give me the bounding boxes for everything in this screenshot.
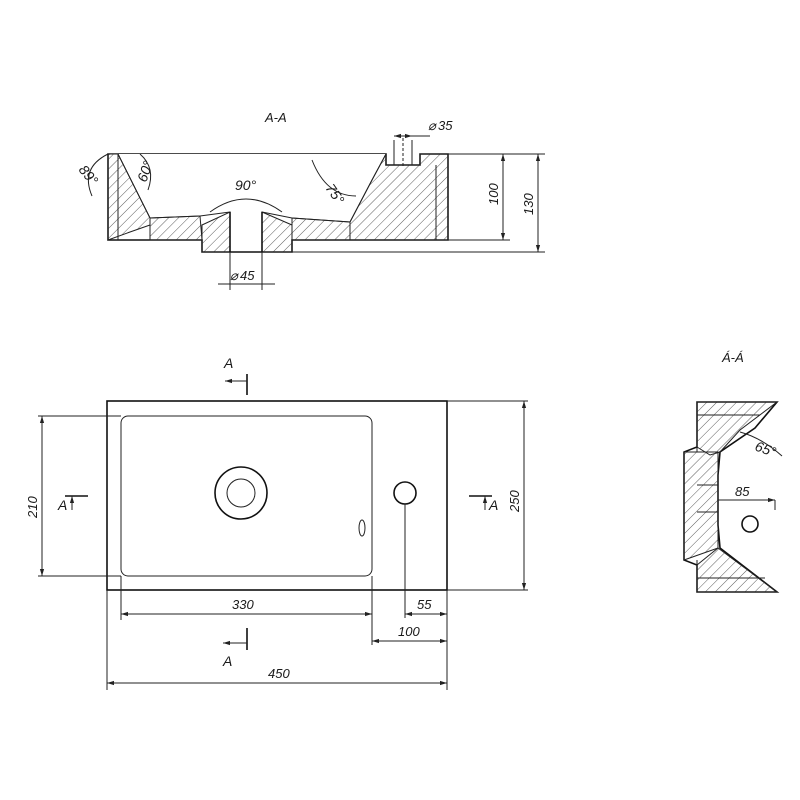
tap-offset-h-label: 100 xyxy=(398,624,420,639)
side-depth-label: 85 xyxy=(735,484,750,499)
drain-right-hatch xyxy=(261,211,293,253)
drain-dia-label: 45 xyxy=(240,268,255,283)
angle-65-label: 65° xyxy=(753,438,779,460)
angle-89-label: 89° xyxy=(76,162,102,189)
side-back-hatch xyxy=(683,451,719,561)
drain-left-hatch xyxy=(201,211,231,253)
bottom-left-hatch xyxy=(149,215,203,241)
section-mark-bottom-label: A xyxy=(222,653,232,669)
angle-65-arc xyxy=(739,431,783,457)
section-a-a-title: A-A xyxy=(264,110,287,125)
angle-75-arc xyxy=(311,159,357,197)
angle-60-label: 60° xyxy=(134,158,156,184)
angle-60-arc xyxy=(139,153,152,191)
bowl-outline xyxy=(120,415,373,577)
side-bottom-hatch xyxy=(696,547,779,593)
drain-outer-circle xyxy=(214,466,268,520)
svg-text:⌀: ⌀ xyxy=(230,268,239,283)
bowl-depth-label: 210 xyxy=(25,496,40,519)
overflow-slot xyxy=(358,519,366,537)
angle-90-label: 90° xyxy=(235,177,257,193)
inner-slope-left xyxy=(117,153,231,219)
height-inner-label: 100 xyxy=(486,183,501,205)
section-mark-left-label: A xyxy=(57,497,67,513)
drain-inner-circle xyxy=(226,478,256,508)
angle-90-arc xyxy=(209,198,283,213)
depth-label: 250 xyxy=(507,490,522,513)
section-side-title: Á-Á xyxy=(721,350,744,365)
section-side: Á-Á 85 65° xyxy=(683,350,783,593)
width-label: 450 xyxy=(268,666,290,681)
side-tap-hole xyxy=(741,515,759,533)
basin-outline xyxy=(106,400,448,591)
section-mark-top-label: A xyxy=(223,355,233,371)
tap-hole-circle xyxy=(393,481,417,505)
angle-89-arc xyxy=(88,153,109,197)
plan-view: A A A A 210 250 330 55 100 xyxy=(25,355,528,690)
tap-offset-v-label: 55 xyxy=(417,597,432,612)
tap-dia-label: 35 xyxy=(438,118,453,133)
section-a-a: A-A ⌀ 35 ⌀ 45 xyxy=(76,110,545,290)
section-mark-right-label: A xyxy=(488,497,498,513)
height-total-label: 130 xyxy=(521,193,536,215)
svg-text:⌀: ⌀ xyxy=(428,118,437,133)
bowl-width-label: 330 xyxy=(232,597,254,612)
